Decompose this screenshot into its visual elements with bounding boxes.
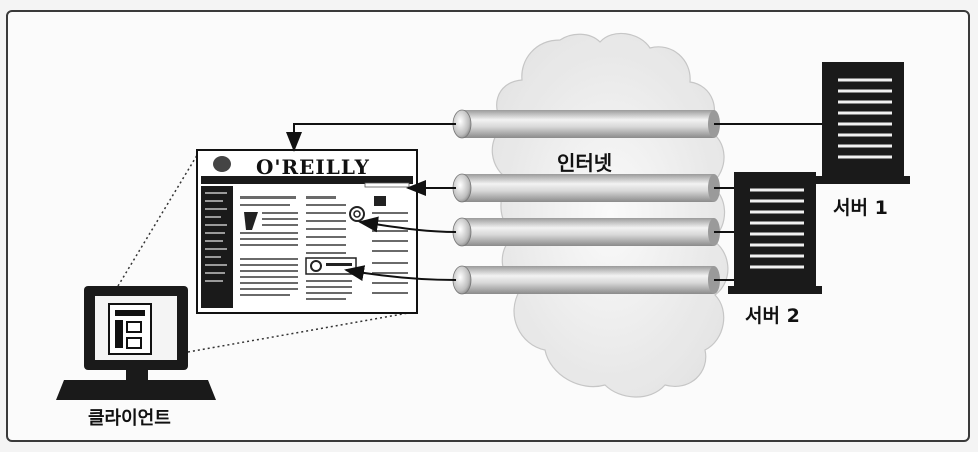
cloud-icon [491, 32, 729, 398]
arrow-html [286, 123, 456, 152]
client-label: 클라이언트 [88, 408, 171, 429]
server-icon [728, 172, 822, 294]
zoom-line [187, 311, 415, 353]
server-icon [816, 62, 910, 184]
server-1-label: 서버 1 [833, 197, 888, 219]
oreilly-logo: O'REILLY [256, 155, 370, 179]
pipe-icon [452, 265, 720, 295]
server-2-label: 서버 2 [745, 305, 800, 327]
arrow-resource [344, 265, 457, 282]
pipe-icon [452, 217, 720, 247]
internet-label: 인터넷 [557, 151, 613, 175]
pipe-icon [452, 109, 720, 139]
arrow-resource [358, 216, 457, 233]
computer-icon [56, 286, 216, 400]
browser-window-icon [196, 149, 418, 314]
pipe-icon [452, 173, 720, 203]
zoom-line [117, 151, 200, 287]
